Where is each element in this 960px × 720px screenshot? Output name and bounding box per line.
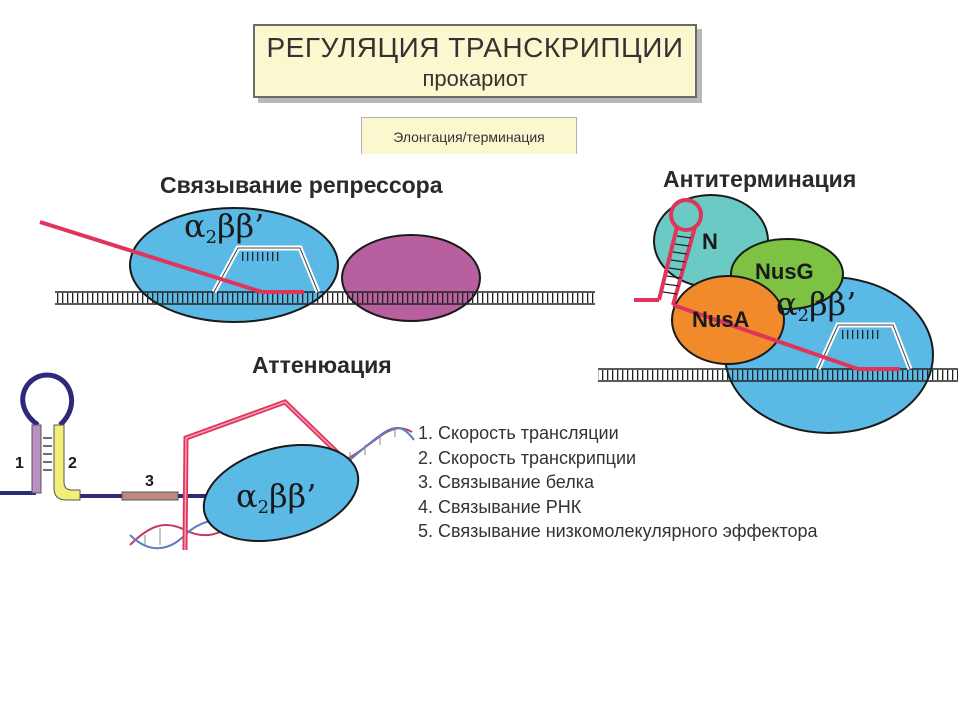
list-item: 5. Связывание низкомолекулярного эффекто…	[418, 521, 818, 541]
polymerase-label: α2ββ’	[184, 207, 264, 248]
heading-repressor: Связывание репрессора	[160, 172, 443, 198]
title-box: РЕГУЛЯЦИЯ ТРАНСКРИПЦИИ прокариот	[253, 24, 697, 98]
dna-duplex	[55, 291, 595, 305]
region-3	[121, 491, 179, 501]
heading-attenuation: Аттенюация	[252, 352, 392, 378]
antitermination-panel: α2ββ’ N NusG NusA	[598, 194, 958, 434]
nusa-label: NusA	[692, 307, 750, 332]
terminator-loop	[20, 372, 75, 428]
nusg-label: NusG	[755, 259, 814, 284]
list-item: 2. Скорость транскрипции	[418, 447, 637, 468]
list-item: 1. Скорость трансляции	[418, 423, 619, 443]
heading-antitermination: Антитерминация	[663, 166, 857, 192]
list-item: 4. Связывание РНК	[418, 496, 582, 517]
label-2: 2	[68, 455, 77, 472]
nascent-rna	[39, 220, 304, 294]
label-1: 1	[15, 455, 24, 472]
region-2	[53, 424, 81, 501]
page-subtitle: прокариот	[422, 66, 528, 91]
rna-polymerase-3	[202, 443, 360, 543]
nascent-rna-2	[672, 303, 900, 371]
list-item: 3. Связывание белка	[418, 472, 594, 492]
dna-duplex-2	[598, 368, 958, 382]
page-title: РЕГУЛЯЦИЯ ТРАНСКРИПЦИИ	[266, 32, 684, 63]
factor-list: 1. Скорость трансляции 2. Скорость транс…	[418, 421, 818, 544]
n-label: N	[702, 229, 718, 254]
polymerase-label-3: α2ββ’	[236, 477, 316, 518]
repressor-panel: α2ββ’	[39, 207, 595, 323]
polymerase-label-2: α2ββ’	[776, 285, 856, 326]
region-1	[31, 424, 42, 494]
stage-label: Элонгация/терминация	[361, 117, 577, 154]
boxb-hairpin	[634, 198, 703, 306]
attenuation-panel: 1 2 3 α2ββ’	[0, 372, 415, 551]
nusa-protein	[671, 275, 785, 365]
label-3: 3	[145, 473, 154, 490]
repressor-protein	[341, 234, 481, 322]
